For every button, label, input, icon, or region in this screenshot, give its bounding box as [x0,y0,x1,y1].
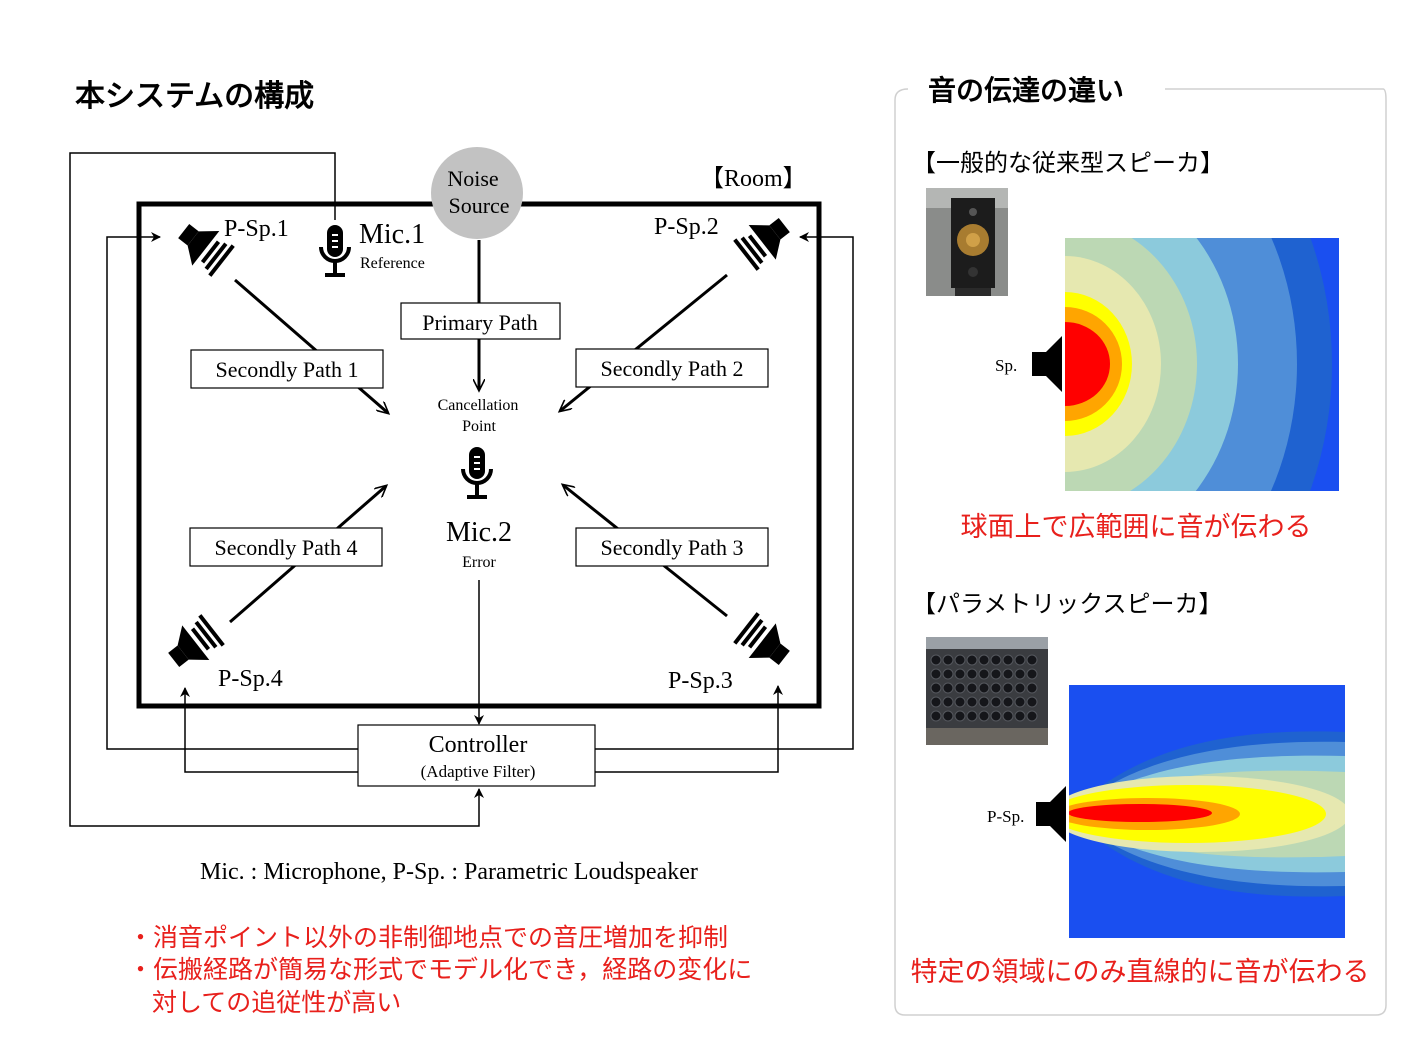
primary-path-label: Primary Path [422,310,538,335]
speaker-3-label: P-Sp.3 [668,668,733,694]
secondary-path-1-arrow [234,278,388,413]
controller-to-sp2-line [595,232,854,750]
room-label: 【Room】 [700,166,807,192]
secondary-path-2-box [575,348,769,388]
speaker-4-icon [158,611,228,680]
secondary-path-4-box [189,527,383,567]
left-title: 本システムの構成 [75,79,314,114]
speaker-4-label: P-Sp.4 [218,666,283,692]
mic1-name: Mic.1 [359,219,425,250]
conventional-heading: 【一般的な従来型スピーカ】 [912,149,1224,177]
secondary-path-1-box [190,349,384,389]
secondary-path-2-arrow [560,273,728,411]
bullet-2: ・伝搬経路が簡易な形式でモデル化でき，経路の変化に [128,955,752,984]
reference-mic-icon [319,223,351,277]
parametric-speaker-label: P-Sp. [987,807,1024,826]
controller-to-sp1-line [106,232,358,750]
bullet-1: ・消音ポイント以外の非制御地点での音圧増加を抑制 [128,923,728,952]
controller-name: Controller [429,732,528,758]
right-title: 音の伝達の違い [928,74,1124,107]
mic2-sub: Error [462,554,496,571]
controller-to-sp4-line [180,687,358,773]
right-panel-frame [894,88,1387,1016]
controller-to-sp3-line [595,685,783,773]
noise-source-line1: Noise [447,166,498,191]
speaker-2-icon [730,205,800,274]
speaker-1-label: P-Sp.1 [224,216,289,242]
secondary-path-3-box [575,527,769,567]
reference-to-controller-line [69,152,484,827]
cancel-point-line1: Cancellation [438,397,519,414]
parametric-sound-field [1069,685,1345,938]
error-mic-icon [461,445,493,499]
controller-box [357,724,596,787]
speaker-2-label: P-Sp.2 [654,214,719,240]
secondary-path-2-label: Secondly Path 2 [601,356,744,381]
controller-sub: (Adaptive Filter) [421,762,536,781]
legend-text: Mic. : Microphone, P-Sp. : Parametric Lo… [200,859,698,885]
conventional-speaker-photo [926,188,1008,296]
parametric-heading: 【パラメトリックスピーカ】 [912,590,1223,618]
parametric-speaker-photo [926,637,1048,745]
cancel-point-line2: Point [462,418,496,435]
right-title-bg [915,72,1165,108]
parametric-caption: 特定の領域にのみ直線的に音が伝わる [911,957,1370,988]
noise-source-line2: Source [448,193,509,218]
noise-source-circle [431,147,523,239]
bullet-2-continued: 対しての追従性が高い [152,988,401,1017]
mic1-sub: Reference [360,255,425,272]
conventional-speaker-label: Sp. [995,356,1017,375]
conventional-caption: 球面上で広範囲に音が伝わる [961,512,1312,543]
primary-path-box [400,302,561,340]
secondary-path-4-label: Secondly Path 4 [215,535,358,560]
secondary-path-3-label: Secondly Path 3 [601,535,744,560]
speaker-3-icon [730,609,800,678]
mic2-name: Mic.2 [446,517,512,548]
parametric-speaker-icon [1036,786,1066,842]
conventional-speaker-icon [1032,336,1062,392]
conventional-sound-field [1065,238,1339,491]
secondary-path-1-label: Secondly Path 1 [216,357,359,382]
